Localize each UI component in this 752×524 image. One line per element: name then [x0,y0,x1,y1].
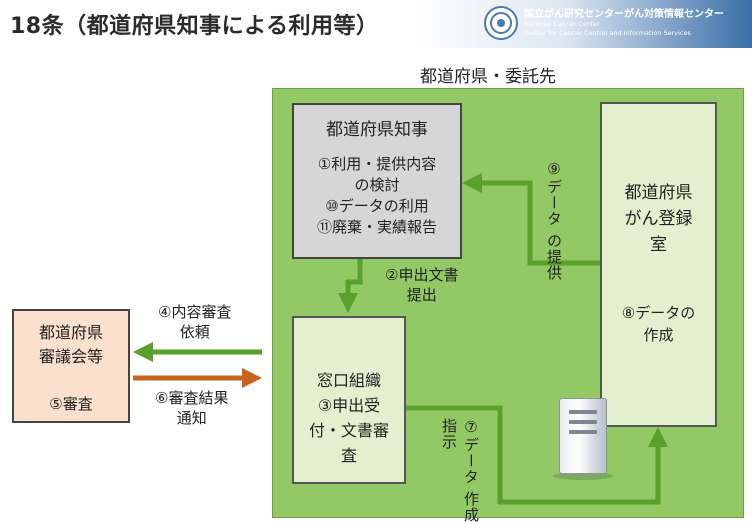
window-line-3: 付・文書審 [308,421,389,440]
logo-name-en-2: Center for Cancer Control and Informatio… [524,29,691,37]
label-application-1: ②申出文書 [385,266,459,284]
arrow-data-provision [462,173,600,266]
cancer-registry-box: 都道府県 がん登録 室 ⑧データの 作成 [600,102,717,427]
window-line-4: 査 [340,446,357,465]
registry-title-3: 室 [650,235,667,255]
registry-title-2: がん登録 [624,209,693,229]
header-bar: 18条（都道府県知事による利用等） 国立がん研究センターがん対策情報センター N… [0,0,752,48]
window-line-1: 窓口組織 [316,371,381,390]
label-review-result: ⑥審査結果 通知 [155,388,228,428]
label-review-request: ④内容審査 依頼 [158,302,231,342]
window-organization-box: 窓口組織 ③申出受 付・文書審 査 [292,316,406,484]
governor-item-3: ⑩データの利用 [325,197,429,215]
label-creation-instruction-2: 作成指示 [440,418,480,523]
label-review-request-2: 依頼 [179,323,210,341]
logo-name-en-1: National Cancer Center [524,20,600,28]
council-title-2: 審議会等 [38,347,103,366]
governor-box: 都道府県知事 ①利用・提供内容 の検討 ⑩データの利用 ⑪廃棄・実績報告 [292,103,462,259]
governor-item-4: ⑪廃棄・実績報告 [316,218,437,236]
region-label: 都道府県・委託先 [420,67,556,87]
governor-title: 都道府県知事 [326,120,428,140]
window-line-2: ③申出受 [317,396,381,415]
governor-item-1: ①利用・提供内容 [317,155,437,173]
label-review-result-1: ⑥審査結果 [155,389,229,407]
label-application: ②申出文書 提出 [385,265,458,305]
arrow-creation-instruction [406,405,668,505]
page-title: 18条（都道府県知事による利用等） [10,14,379,39]
label-review-request-1: ④内容審査 [158,303,232,321]
ncc-logo-icon [484,6,518,40]
governor-item-2: の検討 [354,176,400,194]
arrow-application [338,259,363,313]
registry-sub-1: ⑧データの [621,304,696,322]
label-data-provision-1: ⑨データ [545,160,563,227]
logo-name-jp: 国立がん研究センターがん対策情報センター [524,9,724,20]
logo-text: 国立がん研究センターがん対策情報センター National Cancer Cen… [524,5,724,38]
registry-sub-2: 作成 [643,326,674,344]
council-title-1: 都道府県 [38,323,103,342]
label-creation-instruction-1: ⑦データ [462,418,480,485]
label-creation-instruction: ⑦データ 作成指示 [438,418,482,524]
council-box: 都道府県 審議会等 ⑤審査 [12,309,130,423]
council-sub: ⑤審査 [49,395,93,413]
server-icon [553,398,613,480]
label-data-provision: ⑨データ の提供 [543,160,565,281]
label-application-2: 提出 [406,286,437,304]
label-data-provision-2: の提供 [545,232,563,281]
registry-title-1: 都道府県 [624,183,693,203]
label-review-result-2: 通知 [176,409,207,427]
